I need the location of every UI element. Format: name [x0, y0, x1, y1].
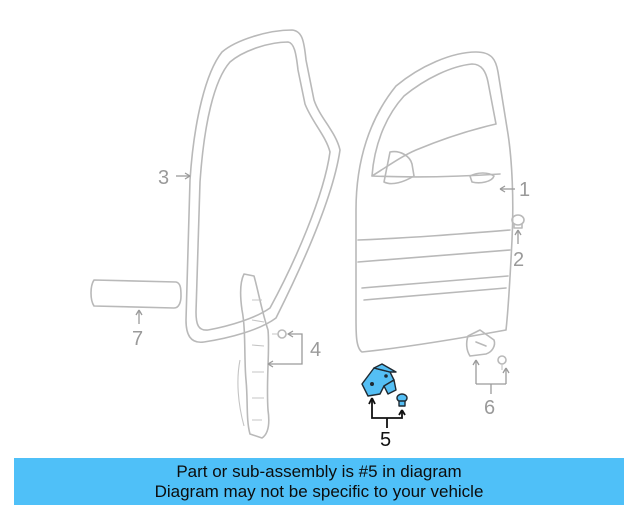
- parts-diagram: 1 2 3 4 5 6 7: [90, 29, 530, 451]
- banner-line-disclaimer: Diagram may not be specific to your vehi…: [154, 481, 484, 501]
- door-hinge-highlighted[interactable]: [361, 363, 408, 407]
- door-shell: [355, 51, 514, 353]
- banner-line-part: Part or sub-assembly is #5 in diagram: [176, 461, 462, 481]
- lower-trim-bracket: [237, 273, 290, 439]
- callout-6: 6: [484, 397, 495, 419]
- leader-lines: [135, 172, 522, 428]
- door-molding: [90, 279, 182, 309]
- callout-5[interactable]: 5: [380, 429, 391, 451]
- fastener-clip: [511, 214, 525, 229]
- callout-4: 4: [310, 339, 321, 361]
- callout-7: 7: [132, 328, 143, 350]
- door-striker: [465, 329, 507, 370]
- callout-1: 1: [519, 179, 530, 201]
- info-banner: Part or sub-assembly is #5 in diagram Di…: [14, 458, 624, 505]
- weatherstrip-seal: [185, 29, 341, 344]
- callout-3: 3: [158, 167, 169, 189]
- callout-2: 2: [513, 249, 524, 271]
